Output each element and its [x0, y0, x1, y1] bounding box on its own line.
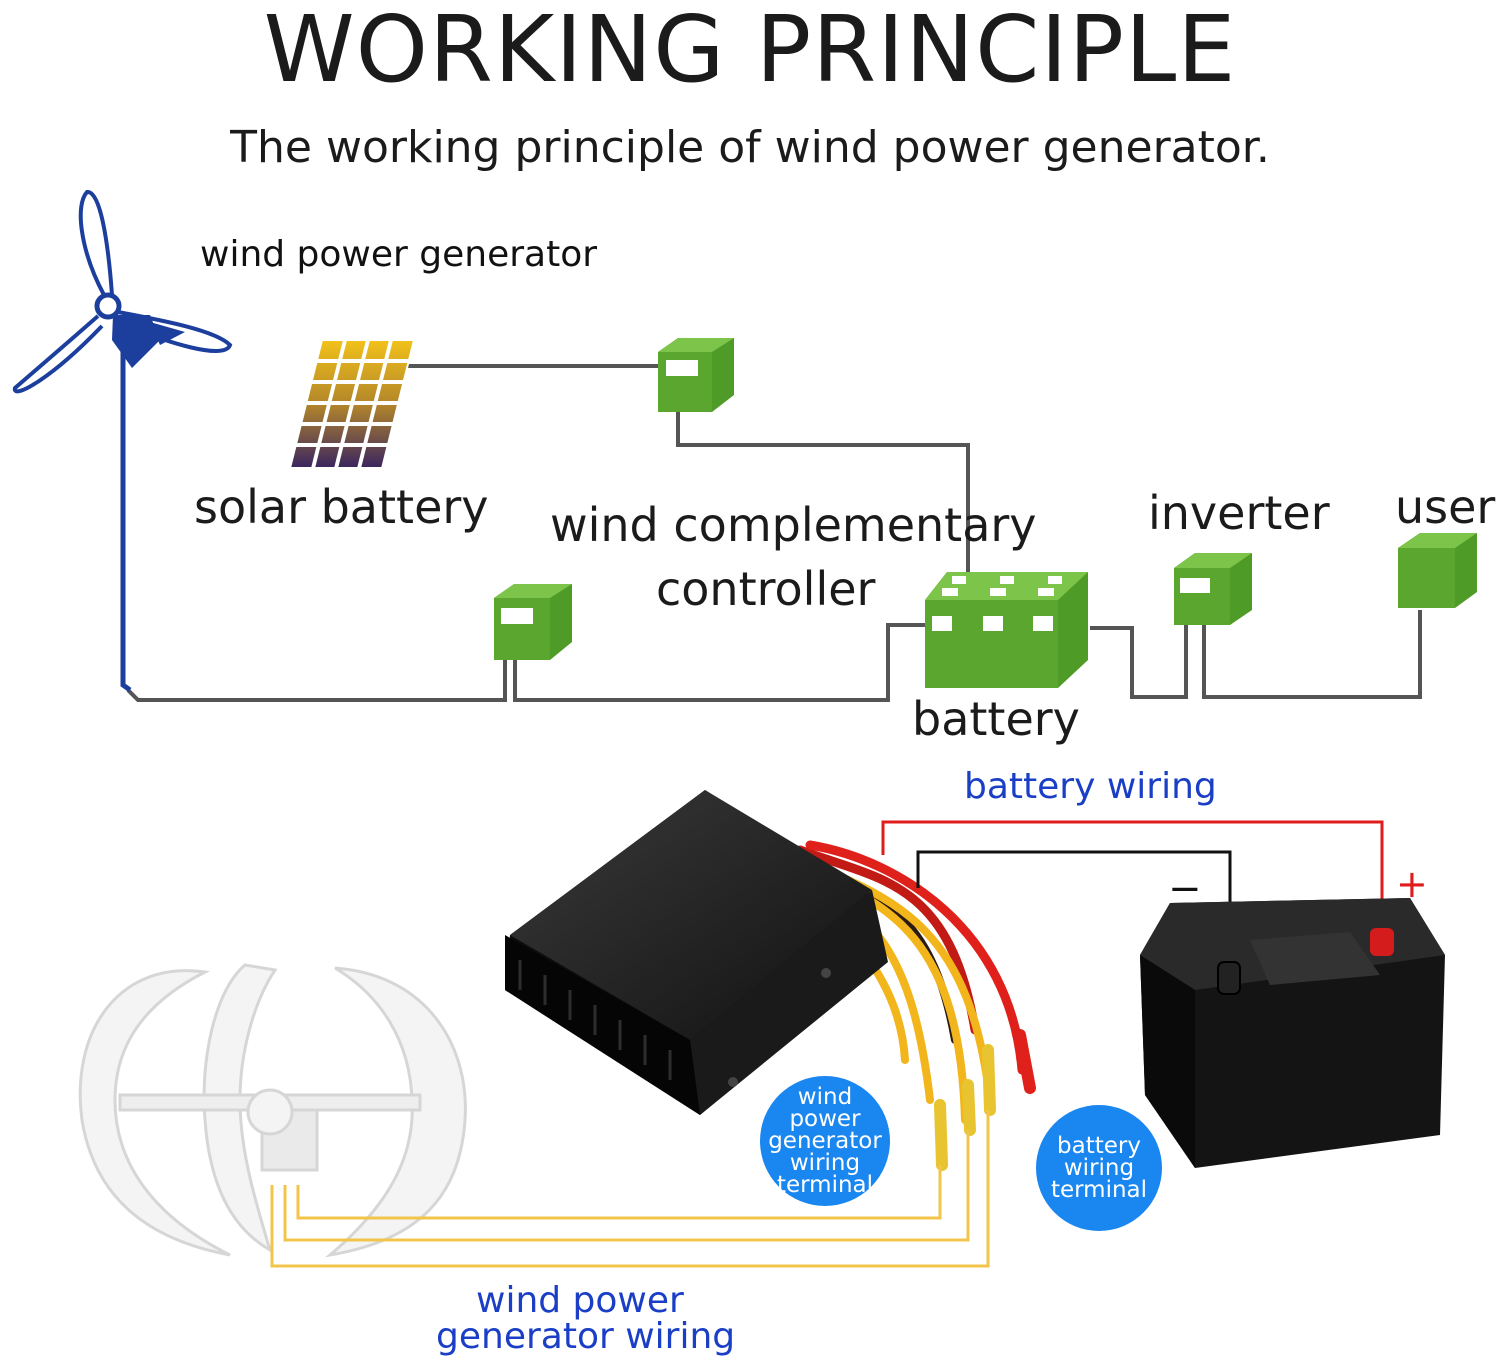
wire-inverter-to-user	[1202, 610, 1422, 699]
badge-wind-power-generator-wiring-terminal: wind power generator wiring terminal	[760, 1076, 890, 1206]
wire-generator-to-controller	[126, 660, 507, 702]
wind-controller-box-icon	[494, 584, 572, 660]
label-wind-power: wind power	[476, 1280, 684, 1321]
badge-wind-line1: wind	[797, 1084, 853, 1110]
controller-unit-image	[505, 790, 888, 1115]
badge-wind-line4: wiring	[789, 1150, 861, 1176]
page-subtitle: The working principle of wind power gene…	[230, 122, 1270, 173]
label-battery: battery	[912, 692, 1080, 746]
wind-turbine-icon	[12, 190, 233, 693]
lantern-wind-turbine-image	[78, 963, 467, 1258]
badge-wind-line5: terminal	[776, 1172, 874, 1198]
solar-panel-icon	[288, 339, 416, 469]
badge-battery-line1: battery	[1057, 1133, 1141, 1159]
wire-terminal-tips	[934, 1029, 1036, 1171]
solar-controller-box-icon	[658, 338, 734, 412]
system-wires	[126, 364, 1422, 702]
label-plus: +	[1396, 862, 1428, 906]
badge-battery-line3: terminal	[1050, 1177, 1148, 1203]
page-title: WORKING PRINCIPLE	[263, 0, 1237, 103]
inverter-box-icon	[1174, 553, 1252, 625]
badge-wind-line3: generator	[768, 1128, 882, 1154]
badge-wind-line2: power	[789, 1106, 861, 1132]
label-battery-wiring: battery wiring	[964, 766, 1217, 807]
label-wind-power-generator: wind power generator	[200, 234, 598, 275]
car-battery-image	[1140, 898, 1445, 1168]
user-box-icon	[1398, 533, 1477, 608]
badge-battery-wiring-terminal: battery wiring terminal	[1036, 1105, 1162, 1231]
label-solar-battery: solar battery	[194, 480, 489, 534]
generator-wiring-lines	[270, 1110, 990, 1268]
battery-box-icon	[925, 572, 1088, 688]
label-minus: −	[1168, 866, 1202, 912]
badge-battery-line2: wiring	[1063, 1155, 1135, 1181]
label-wind-complementary: wind complementary	[550, 498, 1037, 552]
wire-battery-to-inverter	[1090, 625, 1188, 699]
label-generator-wiring: generator wiring	[436, 1316, 736, 1357]
wire-solar-controller-to-battery	[676, 410, 970, 575]
label-controller: controller	[656, 562, 876, 616]
label-inverter: inverter	[1148, 486, 1330, 540]
label-user: user	[1395, 480, 1496, 534]
wire-controller-to-battery	[513, 623, 925, 702]
